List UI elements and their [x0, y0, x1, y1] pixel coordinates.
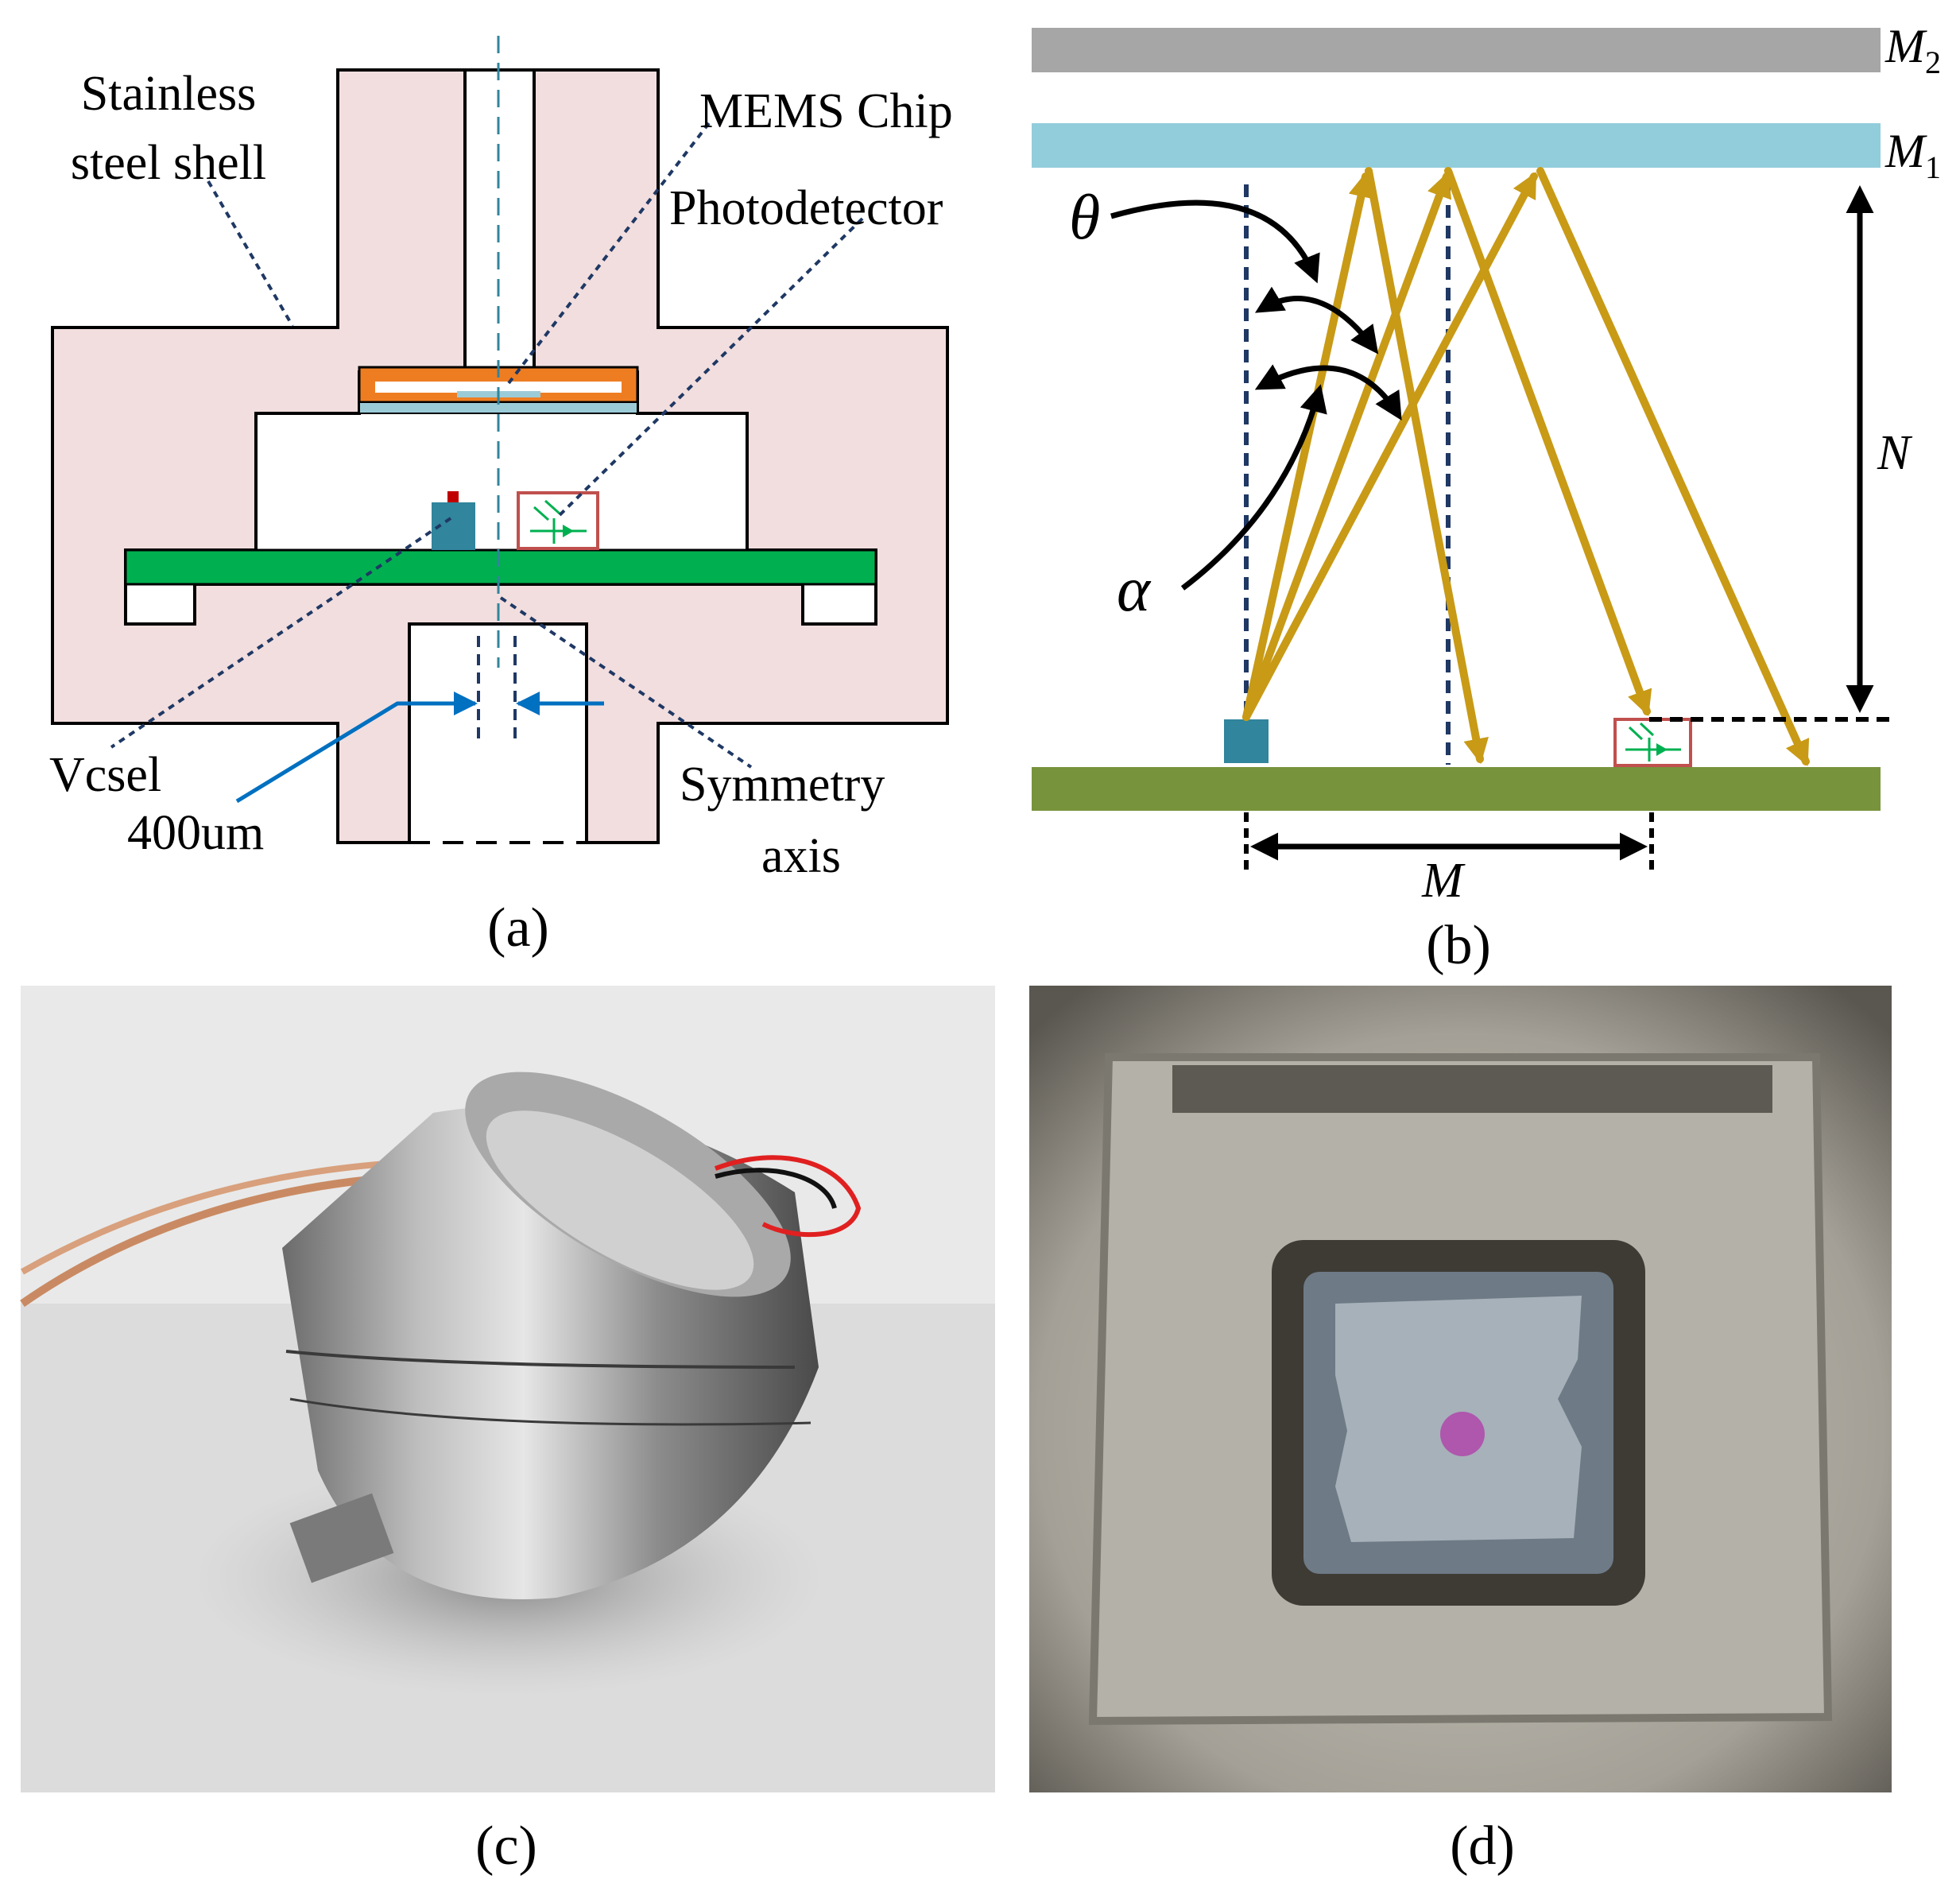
caption-d: (d): [1450, 1816, 1515, 1877]
vcsel-source: [1224, 719, 1269, 763]
label-m2: M2: [1884, 20, 1941, 80]
pcb-board: [124, 548, 877, 586]
mirror-m2: [1032, 28, 1881, 72]
laser-spot: [1440, 1412, 1485, 1456]
caption-c: (c): [475, 1816, 537, 1877]
light-rays: [1242, 167, 1810, 766]
label-stainless: Stainless: [81, 67, 256, 121]
label-symmetry: Symmetry: [680, 758, 885, 812]
photodetector-target: [1613, 718, 1692, 767]
caption-b: (b): [1426, 915, 1491, 976]
panel-a-cross-section: Stainless steel shell MEMS Chip Photodet…: [49, 36, 953, 959]
label-alpha: α: [1117, 555, 1152, 625]
leader-lines: [110, 122, 864, 769]
label-400um: 400um: [127, 806, 264, 860]
mirror-m1: [1032, 123, 1881, 168]
label-m: M: [1421, 854, 1466, 908]
label-vcsel: Vcsel: [49, 748, 161, 802]
sensor-body: [282, 1072, 819, 1599]
label-axis: axis: [761, 829, 841, 883]
angle-arcs: [1110, 200, 1402, 591]
label-m1: M1: [1884, 125, 1941, 185]
caption-a: (a): [487, 897, 549, 959]
label-photodetector: Photodetector: [669, 181, 943, 235]
label-n: N: [1877, 426, 1913, 480]
panel-d-photo-chip: (d): [1029, 986, 1892, 1877]
label-theta: θ: [1069, 183, 1100, 253]
label-mems-chip: MEMS Chip: [699, 84, 953, 138]
base-plate: [1032, 767, 1881, 811]
panel-c-photo-sensor: (c): [20, 986, 995, 1877]
label-steel-shell: steel shell: [71, 136, 266, 190]
photodetector-device: [517, 491, 599, 550]
panel-b-optical-path: M2 M1 θ: [1032, 20, 1941, 976]
